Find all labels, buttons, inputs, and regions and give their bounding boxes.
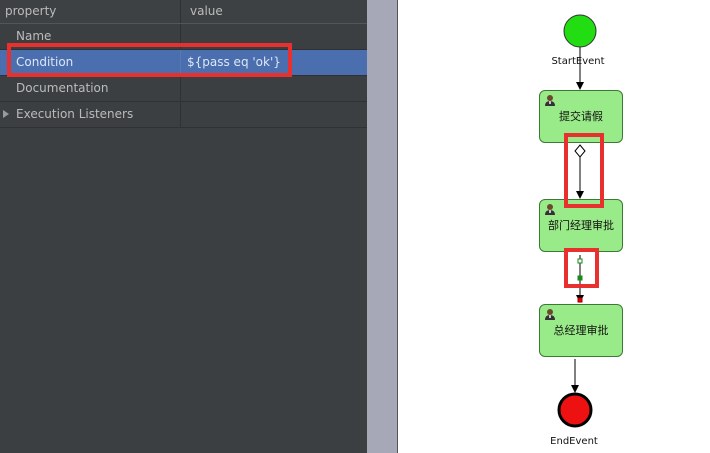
flow-highlight-box bbox=[564, 248, 599, 288]
property-row-name[interactable]: Name bbox=[0, 24, 367, 50]
flow-highlight-box bbox=[564, 133, 604, 208]
condition-diamond-icon bbox=[574, 144, 586, 158]
task-general-manager-approval[interactable]: 总经理审批 bbox=[539, 304, 623, 357]
flow-handle-icon bbox=[577, 275, 583, 281]
property-value[interactable] bbox=[182, 102, 367, 127]
value-column-header[interactable]: value bbox=[190, 4, 223, 18]
property-name: Execution Listeners bbox=[0, 102, 181, 127]
property-row-execution-listeners[interactable]: Execution Listeners bbox=[0, 102, 367, 128]
task-label: 总经理审批 bbox=[553, 324, 609, 337]
user-task-icon bbox=[545, 309, 555, 320]
property-name: Condition bbox=[0, 50, 181, 75]
property-name: Documentation bbox=[0, 76, 181, 101]
panel-divider[interactable] bbox=[367, 0, 398, 453]
start-event-circle bbox=[563, 14, 597, 48]
table-header: property value bbox=[0, 0, 367, 24]
properties-panel: property value Name Condition ${pass eq … bbox=[0, 0, 367, 128]
diagram-canvas[interactable]: StartEvent 提交请假 部门经理审批 总经理审批 EndEvent bbox=[398, 0, 710, 453]
task-label: 部门经理审批 bbox=[548, 219, 614, 232]
property-value[interactable] bbox=[182, 76, 367, 101]
condition-value-field[interactable]: ${pass eq 'ok'} bbox=[187, 55, 281, 69]
flow-handle-icon bbox=[577, 297, 583, 303]
property-name: Name bbox=[0, 24, 181, 49]
end-event-circle bbox=[557, 392, 593, 428]
task-label: 提交请假 bbox=[559, 110, 603, 123]
expand-triangle-icon[interactable] bbox=[3, 110, 9, 118]
property-value[interactable] bbox=[182, 24, 367, 49]
property-row-condition[interactable]: Condition ${pass eq 'ok'} bbox=[0, 50, 367, 76]
start-event-label[interactable]: StartEvent bbox=[551, 56, 605, 67]
end-event-label[interactable]: EndEvent bbox=[550, 436, 598, 447]
property-column-header[interactable]: property bbox=[0, 0, 181, 23]
properties-table: property value Name Condition ${pass eq … bbox=[0, 0, 367, 128]
flow-handle-icon bbox=[577, 258, 583, 264]
user-task-icon bbox=[545, 204, 555, 215]
diagram-connections bbox=[557, 14, 597, 428]
user-task-icon bbox=[545, 95, 555, 106]
property-row-documentation[interactable]: Documentation bbox=[0, 76, 367, 102]
